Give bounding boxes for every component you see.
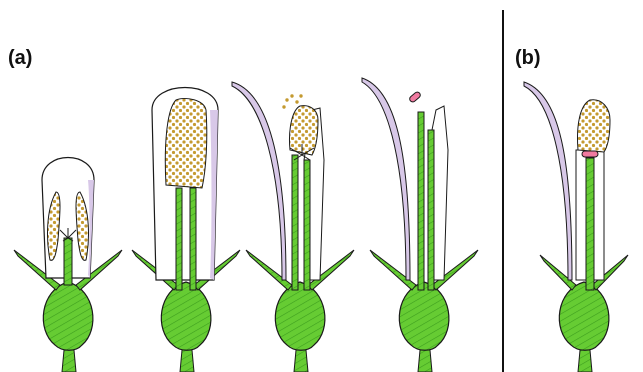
- anther-2: [165, 98, 206, 188]
- stigma-b: [582, 151, 598, 157]
- ovary-1: [43, 282, 93, 350]
- ovary-b: [559, 282, 609, 350]
- style-b: [586, 158, 594, 290]
- petal-curl-4: [362, 78, 410, 280]
- flower-stage-4: [362, 78, 478, 372]
- petal-curl-b: [524, 82, 572, 280]
- flower-panel-b: [524, 82, 628, 372]
- stem-3: [294, 350, 308, 372]
- anther-b: [578, 100, 611, 152]
- flower-stage-3: [232, 82, 354, 372]
- stem-1: [62, 350, 76, 372]
- filament-3b: [304, 160, 310, 290]
- stem-b: [578, 350, 592, 372]
- stem-2: [180, 350, 194, 372]
- ovary-4: [399, 282, 449, 350]
- filament-2a: [176, 188, 182, 290]
- stigma-4: [408, 91, 421, 103]
- filament-1: [64, 238, 72, 285]
- style-4: [418, 112, 424, 290]
- filament-4: [428, 130, 434, 290]
- ovary-3: [275, 282, 325, 350]
- flower-stage-1: [14, 158, 122, 372]
- filament-2b: [190, 188, 196, 290]
- flower-stage-2: [132, 88, 240, 372]
- stem-4: [418, 350, 432, 372]
- ovary-2: [161, 282, 211, 350]
- filament-3a: [292, 155, 298, 290]
